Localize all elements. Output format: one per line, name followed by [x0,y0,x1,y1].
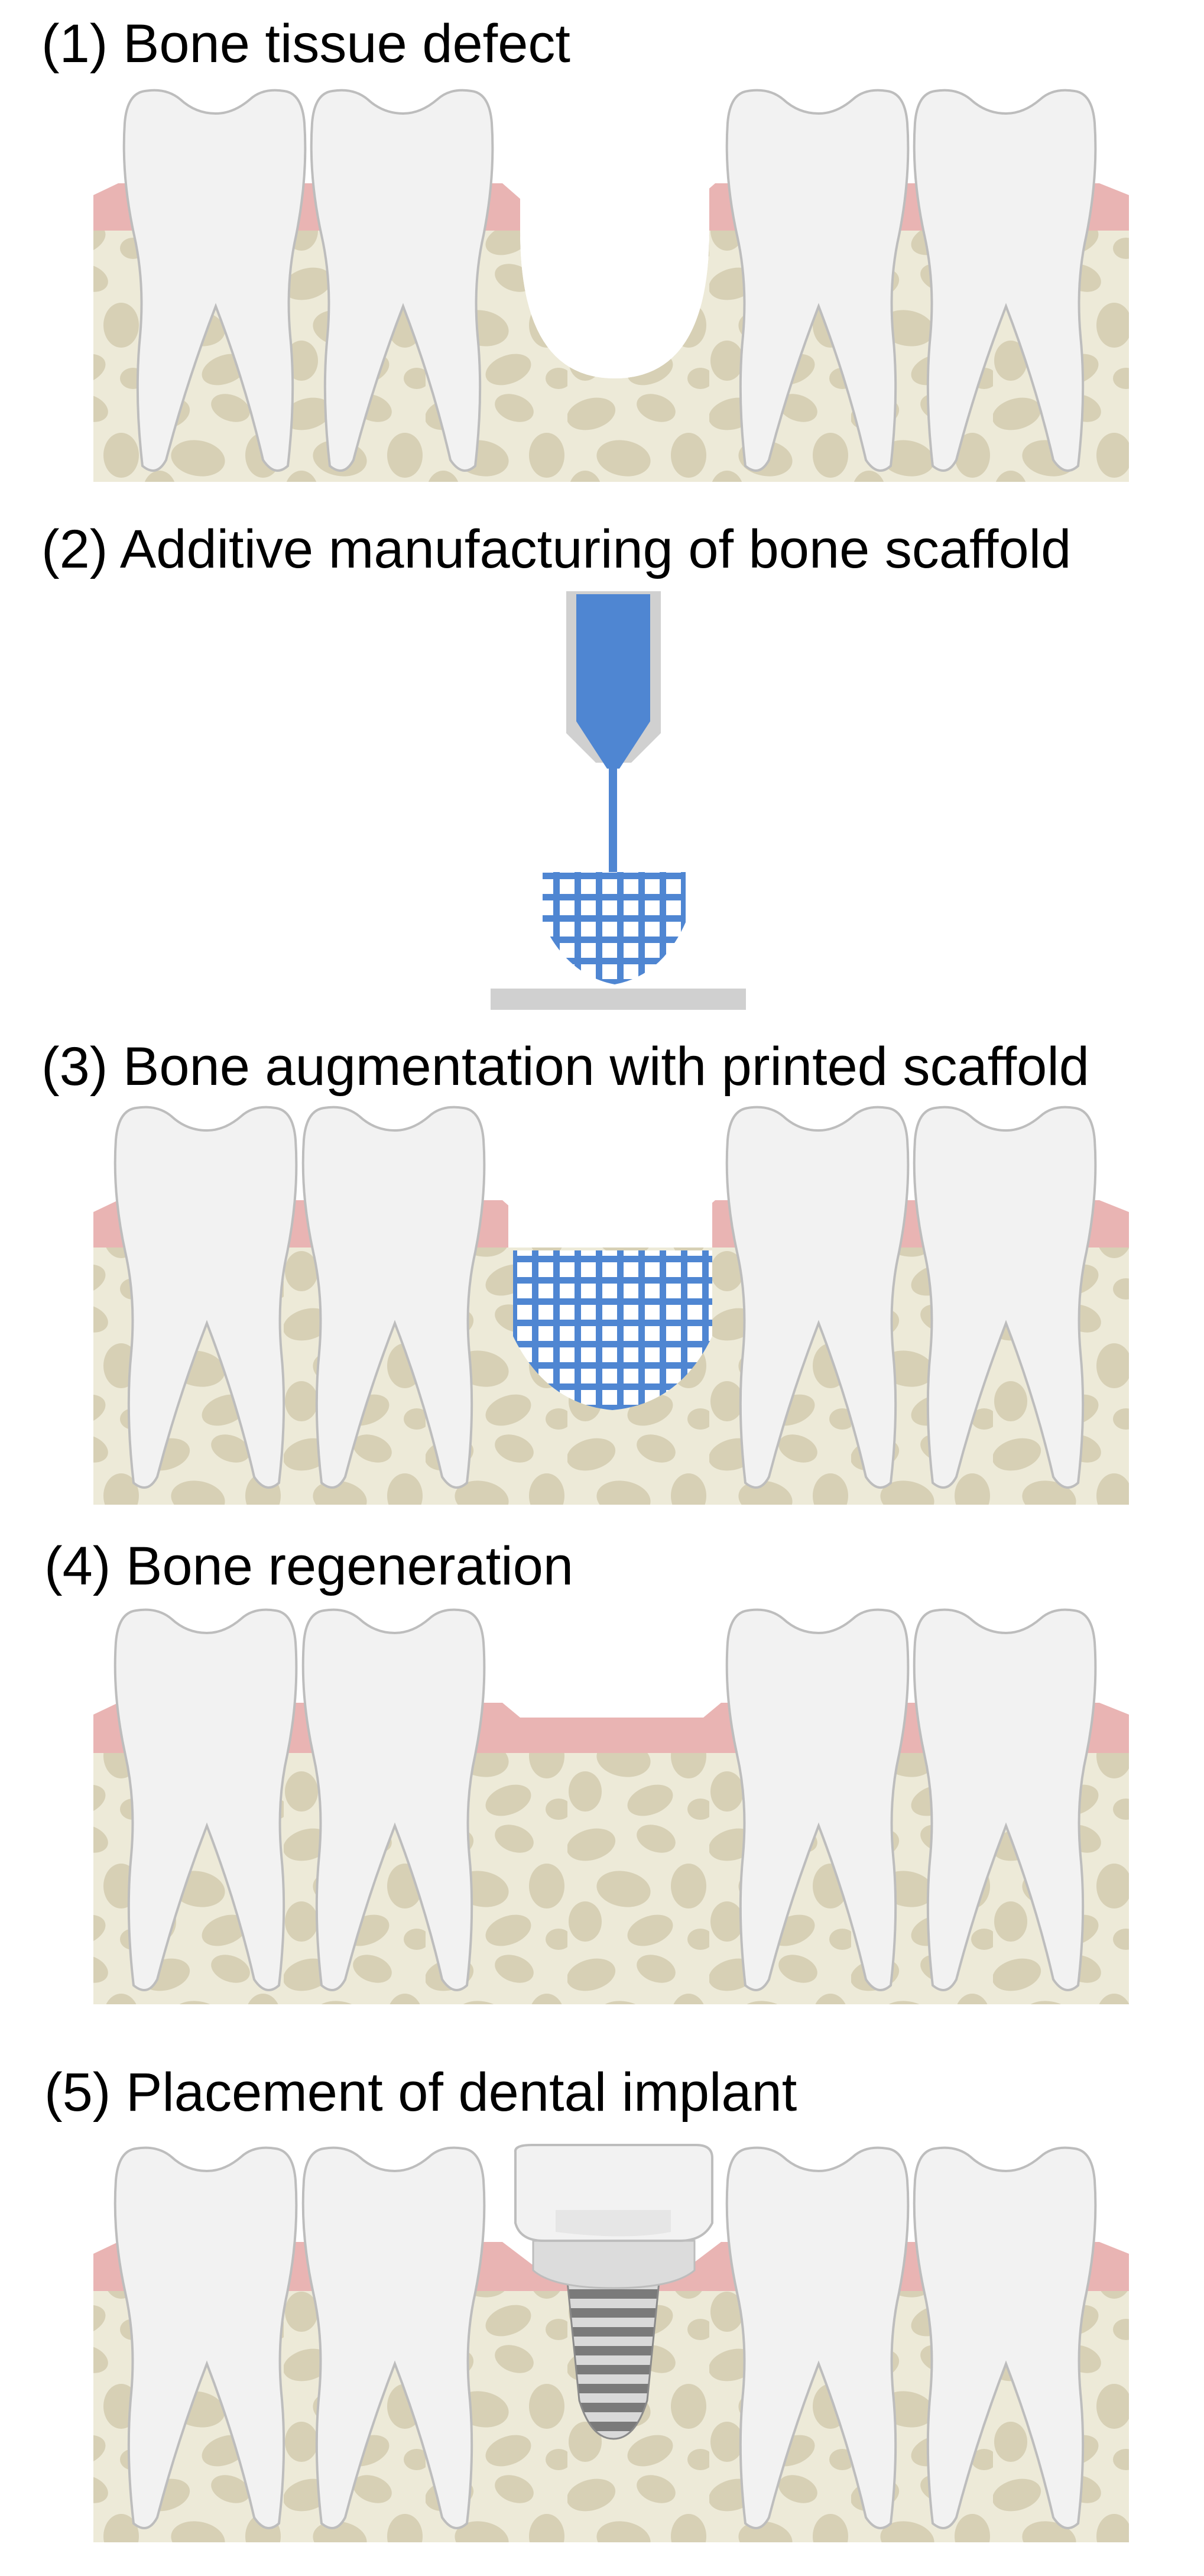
scaffold-icon [543,872,686,984]
panel-4: (4) Bone regeneration [44,1536,1129,2004]
panel-2: (2) Additive manufacturing of bone scaff… [41,519,1071,1010]
panel-3: (3) Bone augmentation with printed scaff… [41,1036,1129,1505]
implant-icon [514,2144,713,2440]
print-bed [491,989,746,1010]
panel-5-caption: (5) Placement of dental implant [44,2062,797,2123]
panel-1: (1) Bone tissue defect [41,14,1129,482]
jaw-section-3 [93,1106,1129,1505]
panel-4-caption: (4) Bone regeneration [44,1536,573,1596]
bone-defect [520,177,709,378]
jaw-section-5 [93,2144,1129,2542]
nozzle-icon [566,591,661,872]
panel-1-caption: (1) Bone tissue defect [41,14,570,74]
scaffold-icon [513,1250,712,1410]
panel-2-caption: (2) Additive manufacturing of bone scaff… [41,519,1071,579]
jaw-section-4 [93,1608,1129,2004]
panel-3-caption: (3) Bone augmentation with printed scaff… [41,1036,1089,1097]
jaw-section-1 [93,89,1129,482]
panel-5: (5) Placement of dental implant [44,2062,1129,2542]
